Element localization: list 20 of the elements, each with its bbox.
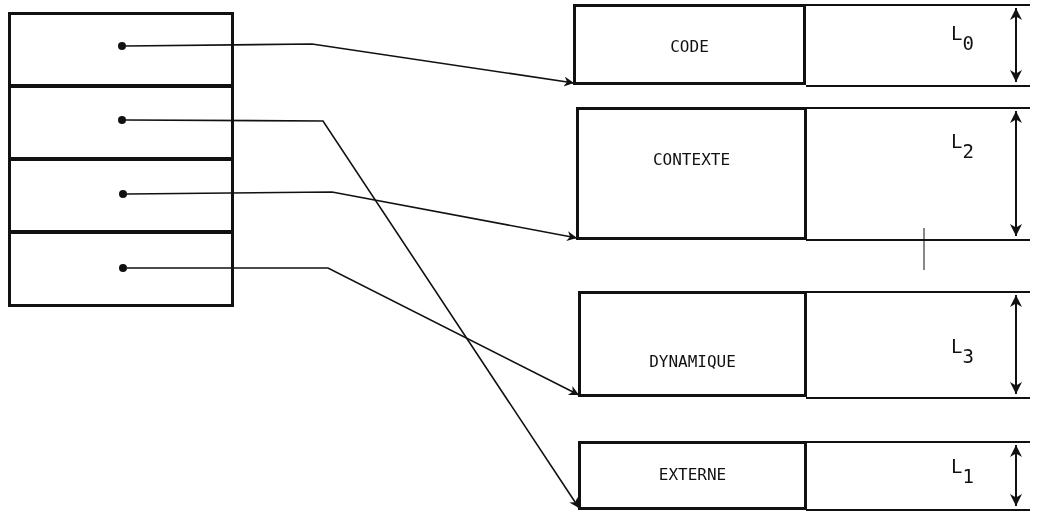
segment-label: EXTERNE [657,465,728,484]
segment-box [578,291,807,397]
segment-label: DYNAMIQUE [648,352,737,371]
segment-box [576,107,807,240]
table-cell [8,12,234,87]
arrow [125,119,580,509]
arrow [126,191,578,242]
table-cell [8,231,234,307]
segment-label: CONTEXTE [651,150,732,169]
pointer-dot [119,264,127,272]
table-cell [8,85,234,160]
pointer-dot [118,116,126,124]
segment-label: CODE [669,37,710,56]
pointer-dot [119,190,127,198]
pointer-dot [118,42,126,50]
segment-box [578,441,807,510]
segment-box [573,4,806,85]
arrow [126,267,580,396]
table-cell [8,158,234,233]
arrow [125,43,575,87]
